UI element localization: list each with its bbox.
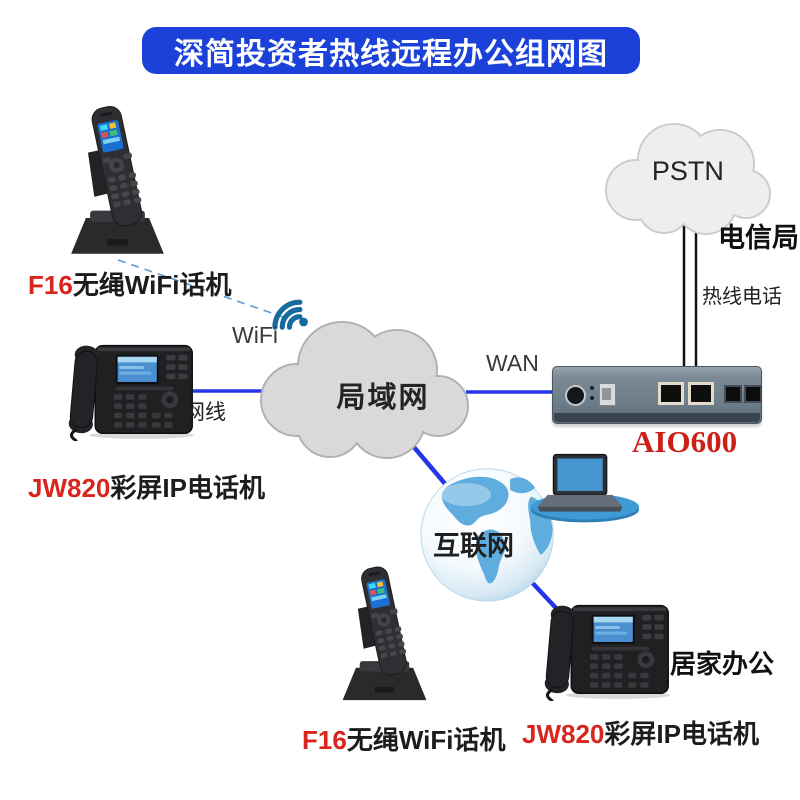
- lan-cloud: [260, 321, 469, 459]
- f16-cordless-phone-top: [70, 103, 165, 255]
- pstn-cloud-label-wrap: PSTN: [588, 112, 773, 240]
- jw820-right-label: JW820彩屏IP电话机: [522, 714, 759, 751]
- wifi-icon: [272, 299, 308, 330]
- f16-bottom-label: F16无绳WiFi话机: [302, 720, 505, 757]
- jw820-desk-phone-right: [542, 603, 672, 701]
- lan-cloud-label: 局域网: [336, 382, 430, 414]
- pstn-cloud-label: PSTN: [651, 156, 724, 186]
- gateway-usb-port: [599, 383, 616, 406]
- aio600-gateway-device: [552, 366, 762, 424]
- f16-top-label: F16无绳WiFi话机: [28, 265, 231, 302]
- telecom-office-label: 电信局: [718, 223, 799, 253]
- internet-globe: [420, 468, 554, 602]
- gateway-bottom-strip: [554, 413, 760, 422]
- jw820-right-name: 彩屏IP电话机: [604, 719, 759, 749]
- gateway-power-jack: [565, 385, 586, 406]
- diagram-title-banner: 深简投资者热线远程办公组网图: [142, 27, 640, 74]
- gateway-phone-port-1: [724, 385, 742, 403]
- f16-top-model: F16: [28, 270, 73, 300]
- laptop: [530, 453, 640, 523]
- home-office-label: 居家办公: [670, 649, 775, 679]
- ethernet-label: 网线: [184, 401, 226, 424]
- gateway-led-1: [590, 386, 594, 390]
- wifi-label: WiFi: [232, 322, 278, 348]
- gateway-phone-port-2: [744, 385, 762, 403]
- diagram-title: 深简投资者热线远程办公组网图: [174, 37, 608, 71]
- jw820-desk-phone-left: [66, 343, 196, 441]
- wan-label: WAN: [486, 350, 539, 376]
- gateway-led-2: [590, 396, 594, 400]
- gateway-label: AIO600: [632, 424, 738, 459]
- internet-globe-label: 互联网: [433, 531, 514, 561]
- edge-f16-to-wifi: [117, 259, 287, 319]
- gateway-lan-port: [688, 382, 714, 405]
- f16-bottom-name: 无绳WiFi话机: [346, 725, 506, 755]
- pstn-cloud: [605, 123, 771, 235]
- jw820-left-name: 彩屏IP电话机: [110, 473, 265, 503]
- lan-cloud-label-wrap: 局域网: [242, 308, 477, 466]
- f16-bottom-model: F16: [302, 725, 347, 755]
- jw820-right-model: JW820: [522, 719, 605, 749]
- hotline-phone-label: 热线电话: [702, 286, 782, 308]
- jw820-left-label: JW820彩屏IP电话机: [28, 468, 265, 505]
- f16-cordless-phone-bottom: [342, 564, 427, 701]
- gateway-wan-port: [658, 382, 684, 405]
- f16-top-name: 无绳WiFi话机: [72, 270, 232, 300]
- jw820-left-model: JW820: [28, 473, 111, 503]
